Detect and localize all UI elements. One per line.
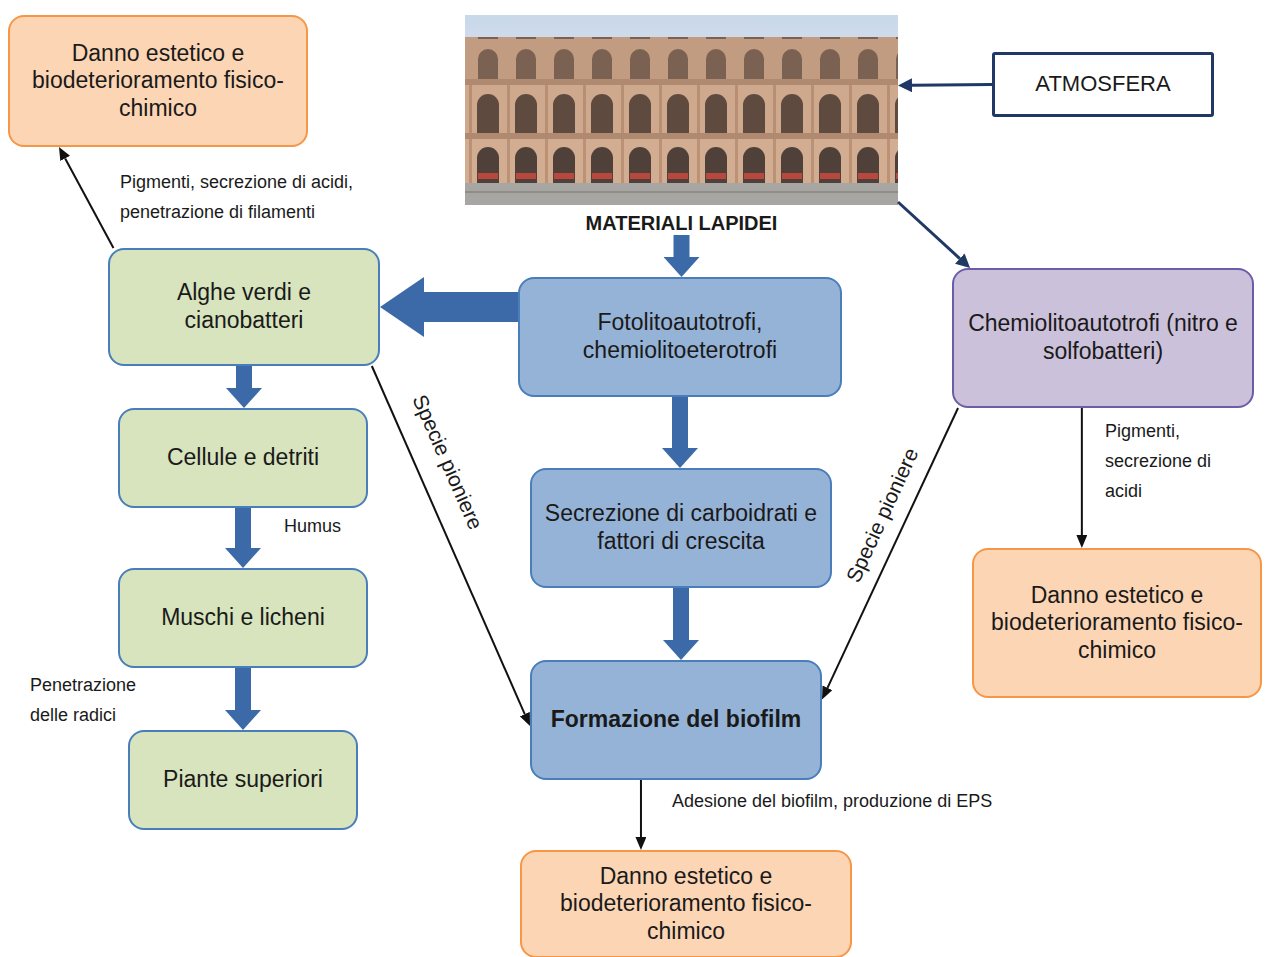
- connector-arrow: [898, 202, 960, 259]
- connector-arrow: [672, 397, 688, 448]
- node-label: Danno estetico e biodeterioramento fisic…: [22, 40, 294, 123]
- process-box: Formazione del biofilm: [530, 660, 822, 780]
- connector-arrow: [827, 408, 958, 688]
- organism-box: Muschi e licheni: [118, 568, 368, 668]
- pavement: [465, 183, 898, 205]
- edge-label: Specie pioniere: [841, 444, 924, 586]
- organism-box: Alghe verdi e cianobatteri: [108, 248, 380, 366]
- node-label: ATMOSFERA: [1007, 71, 1199, 97]
- sky: [465, 15, 898, 205]
- node-label: Danno estetico e biodeterioramento fisic…: [534, 863, 838, 946]
- connector-arrow: [65, 158, 113, 248]
- node-label: Fotolitoautotrofi, chemiolitoeterotrofi: [532, 309, 828, 364]
- pavement-line: [465, 191, 898, 193]
- connector-arrow: [235, 668, 251, 710]
- node-label: MATERIALI LAPIDEI: [465, 211, 898, 235]
- source-box: ATMOSFERA: [992, 52, 1214, 117]
- connector-arrow: [912, 83, 992, 87]
- edge-label: Specie pioniere: [407, 391, 488, 534]
- organism-box: Chemiolitoautotrofi (nitro e solfobatter…: [952, 268, 1254, 408]
- process-box: Secrezione di carboidrati e fattori di c…: [530, 468, 832, 588]
- node-label: Danno estetico e biodeterioramento fisic…: [986, 582, 1248, 665]
- node-label: Muschi e licheni: [132, 604, 354, 632]
- middle-tier: [465, 85, 898, 135]
- node-label: Cellule e detriti: [132, 444, 354, 472]
- connectors: [65, 85, 1082, 838]
- damage-box: Danno estetico e biodeterioramento fisic…: [972, 548, 1262, 698]
- damage-box: Danno estetico e biodeterioramento fisic…: [520, 850, 852, 957]
- edge-label: Humus: [284, 511, 341, 541]
- edge-label: Penetrazione delle radici: [30, 670, 170, 730]
- photo-node: MATERIALI LAPIDEI: [465, 15, 898, 235]
- node-label: Alghe verdi e cianobatteri: [122, 279, 366, 334]
- connector-arrow: [424, 292, 518, 322]
- edge-label: Adesione del biofilm, produzione di EPS: [672, 786, 1017, 816]
- arena-photo: [465, 15, 898, 205]
- connector-arrow: [372, 366, 525, 714]
- connector-arrow: [673, 588, 689, 640]
- upper-tier: [465, 37, 898, 81]
- node-label: Piante superiori: [142, 766, 344, 794]
- edge-label: Pigmenti, secrezione di acidi: [1105, 416, 1230, 506]
- connector-arrow: [1081, 408, 1083, 535]
- organism-box: Piante superiori: [128, 730, 358, 830]
- connector-arrow: [640, 780, 642, 837]
- cornice: [465, 79, 898, 85]
- damage-box: Danno estetico e biodeterioramento fisic…: [8, 15, 308, 147]
- process-box: Fotolitoautotrofi, chemiolitoeterotrofi: [518, 277, 842, 397]
- lower-tier: [465, 139, 898, 185]
- connector-arrow: [674, 235, 690, 257]
- node-label: Chemiolitoautotrofi (nitro e solfobatter…: [966, 310, 1240, 365]
- edge-label: Pigmenti, secrezione di acidi, penetrazi…: [120, 167, 415, 227]
- organism-box: Cellule e detriti: [118, 408, 368, 508]
- node-label: Formazione del biofilm: [544, 706, 808, 734]
- connector-arrow: [236, 366, 252, 388]
- cornice: [465, 133, 898, 139]
- node-label: Secrezione di carboidrati e fattori di c…: [544, 500, 818, 555]
- connector-arrow: [235, 508, 251, 548]
